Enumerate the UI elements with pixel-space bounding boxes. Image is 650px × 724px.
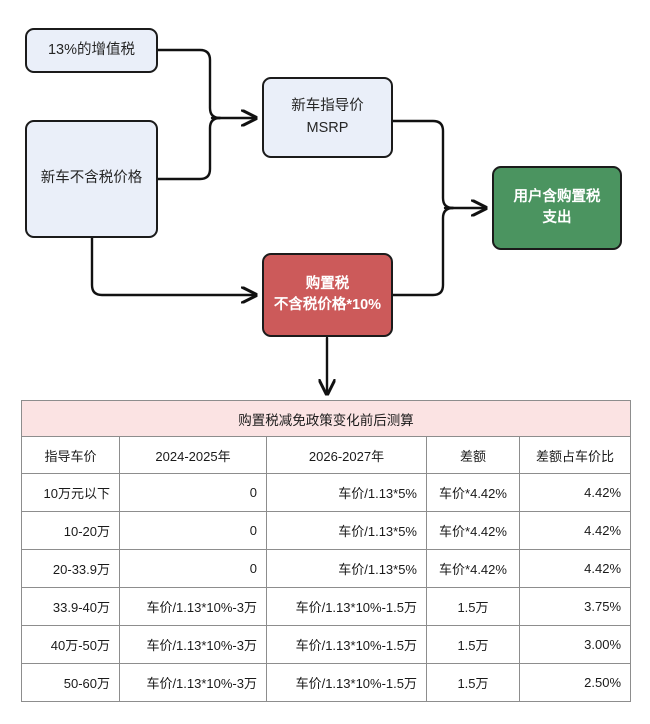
cell-2026-2027: 车价/1.13*10%-1.5万 bbox=[266, 587, 427, 626]
cell-2026-2027: 车价/1.13*10%-1.5万 bbox=[266, 663, 427, 702]
cell-diff-ratio: 4.42% bbox=[518, 511, 632, 550]
cell-2026-2027: 车价/1.13*10%-1.5万 bbox=[266, 625, 427, 664]
connector-msrp-to-userexp bbox=[391, 119, 455, 210]
table-row: 40万-50万 车价/1.13*10%-3万 车价/1.13*10%-1.5万 … bbox=[21, 625, 632, 664]
cell-2024-2025: 0 bbox=[119, 511, 267, 550]
cell-price-range: 20-33.9万 bbox=[21, 549, 120, 588]
connector-netprice-to-msrp bbox=[156, 116, 222, 181]
table-row: 33.9-40万 车价/1.13*10%-3万 车价/1.13*10%-1.5万… bbox=[21, 587, 632, 626]
cell-2026-2027: 车价/1.13*5% bbox=[266, 473, 427, 512]
cell-difference: 车价*4.42% bbox=[426, 511, 520, 550]
node-net-price-label: 新车不含税价格 bbox=[40, 170, 143, 187]
cell-diff-ratio: 4.42% bbox=[518, 473, 632, 512]
tax-comparison-table: 购置税减免政策变化前后测算 指导车价 2024-2025年 2026-2027年… bbox=[20, 400, 632, 702]
cell-2024-2025: 0 bbox=[119, 473, 267, 512]
cell-difference: 车价*4.42% bbox=[426, 549, 520, 588]
table-row: 10万元以下 0 车价/1.13*5% 车价*4.42% 4.42% bbox=[21, 473, 632, 512]
table-header-row: 指导车价 2024-2025年 2026-2027年 差额 差额占车价比 bbox=[21, 436, 632, 474]
node-vat[interactable]: 13%的增值税 bbox=[25, 28, 158, 73]
cell-difference: 1.5万 bbox=[426, 587, 520, 626]
flowchart: 13%的增值税 新车不含税价格 新车指导价 MSRP 购置税 不含税价格*10%… bbox=[25, 28, 650, 410]
cell-price-range: 33.9-40万 bbox=[21, 587, 120, 626]
node-purchase-tax-label: 购置税 不含税价格*10% bbox=[273, 275, 382, 313]
cell-diff-ratio: 3.75% bbox=[518, 587, 632, 626]
node-msrp[interactable]: 新车指导价 MSRP bbox=[262, 77, 393, 158]
column-header-2026-2027: 2026-2027年 bbox=[266, 436, 427, 474]
table-row: 20-33.9万 0 车价/1.13*5% 车价*4.42% 4.42% bbox=[21, 549, 632, 588]
node-purchase-tax[interactable]: 购置税 不含税价格*10% bbox=[262, 253, 393, 337]
connector-vat-to-msrp bbox=[156, 48, 222, 120]
cell-2024-2025: 车价/1.13*10%-3万 bbox=[119, 587, 267, 626]
cell-2024-2025: 车价/1.13*10%-3万 bbox=[119, 663, 267, 702]
connector-netprice-to-purchasetax bbox=[90, 236, 256, 295]
cell-2026-2027: 车价/1.13*5% bbox=[266, 549, 427, 588]
column-header-price-range: 指导车价 bbox=[21, 436, 120, 474]
connector-purchasetax-to-userexp bbox=[391, 206, 455, 297]
node-net-price[interactable]: 新车不含税价格 bbox=[25, 120, 158, 238]
table-title: 购置税减免政策变化前后测算 bbox=[20, 400, 632, 437]
table-row: 50-60万 车价/1.13*10%-3万 车价/1.13*10%-1.5万 1… bbox=[21, 663, 632, 702]
node-user-expense[interactable]: 用户含购置税 支出 bbox=[492, 166, 622, 250]
cell-diff-ratio: 4.42% bbox=[518, 549, 632, 588]
column-header-diff-ratio: 差额占车价比 bbox=[518, 436, 632, 474]
table-row: 10-20万 0 车价/1.13*5% 车价*4.42% 4.42% bbox=[21, 511, 632, 550]
cell-2024-2025: 车价/1.13*10%-3万 bbox=[119, 625, 267, 664]
node-user-expense-label: 用户含购置税 支出 bbox=[513, 188, 601, 226]
cell-price-range: 50-60万 bbox=[21, 663, 120, 702]
cell-diff-ratio: 2.50% bbox=[518, 663, 632, 702]
cell-price-range: 10万元以下 bbox=[21, 473, 120, 512]
cell-2026-2027: 车价/1.13*5% bbox=[266, 511, 427, 550]
cell-2024-2025: 0 bbox=[119, 549, 267, 588]
column-header-2024-2025: 2024-2025年 bbox=[119, 436, 267, 474]
cell-difference: 1.5万 bbox=[426, 663, 520, 702]
cell-diff-ratio: 3.00% bbox=[518, 625, 632, 664]
cell-difference: 车价*4.42% bbox=[426, 473, 520, 512]
node-vat-label: 13%的增值税 bbox=[47, 41, 136, 58]
node-msrp-label: 新车指导价 MSRP bbox=[291, 98, 364, 136]
cell-price-range: 10-20万 bbox=[21, 511, 120, 550]
cell-difference: 1.5万 bbox=[426, 625, 520, 664]
table-title-row: 购置税减免政策变化前后测算 bbox=[20, 400, 632, 437]
flowchart-connectors bbox=[90, 48, 650, 410]
cell-price-range: 40万-50万 bbox=[21, 625, 120, 664]
column-header-difference: 差额 bbox=[426, 436, 520, 474]
